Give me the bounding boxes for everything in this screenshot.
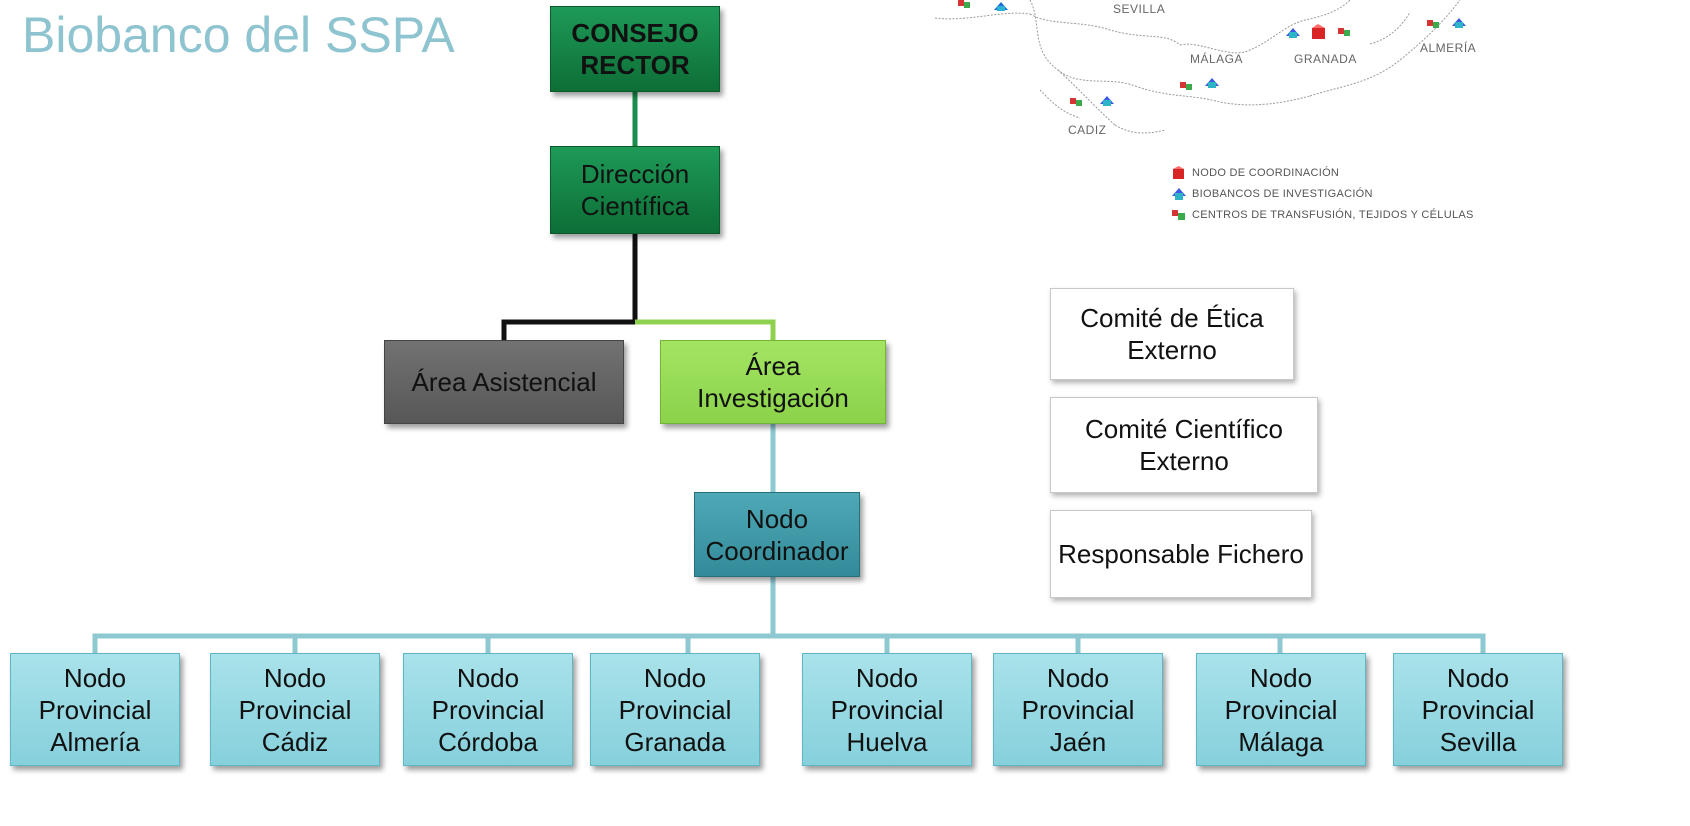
research-biobank-icon	[1100, 96, 1114, 106]
transfusion-center-icon	[1172, 210, 1185, 220]
legend-coordination: NODO DE COORDINACIÓN	[1172, 166, 1339, 180]
legend-transfusion: CENTROS DE TRANSFUSIÓN, TEJIDOS Y CÉLULA…	[1172, 208, 1474, 222]
map-label-cadiz: CADIZ	[1068, 123, 1107, 137]
connector-direccion-investigacion	[635, 319, 776, 340]
map-borders	[934, 0, 1461, 134]
legend-biobanks: BIOBANCOS DE INVESTIGACIÓN	[1172, 187, 1373, 201]
transfusion-center-icon	[958, 0, 970, 8]
map-label-granada: GRANADA	[1294, 52, 1357, 66]
map-label-malaga: MÁLAGA	[1190, 52, 1244, 66]
area-asistencial-box: Área Asistencial	[384, 340, 624, 424]
transfusion-center-icon	[1070, 98, 1082, 106]
research-biobank-icon	[1286, 28, 1300, 38]
responsable-fichero-box: Responsable Fichero	[1050, 510, 1312, 598]
map-label-sevilla: SEVILLA	[1113, 2, 1166, 16]
transfusion-center-icon	[1427, 20, 1439, 28]
research-biobank-icon	[1172, 188, 1186, 200]
connector-direccion-asistencial	[501, 234, 638, 340]
coordination-node-icon	[1173, 166, 1184, 179]
research-biobank-icon	[1205, 78, 1219, 88]
connector-coordinador-provincial	[92, 577, 1486, 653]
transfusion-center-icon	[1180, 82, 1192, 90]
coordination-node-icon	[1312, 24, 1325, 39]
page-title: Biobanco del SSPA	[22, 7, 455, 63]
research-biobank-icon	[1452, 18, 1466, 28]
andalusia-map	[934, 0, 1466, 134]
map-label-almeria: ALMERÍA	[1420, 41, 1477, 55]
research-biobank-icon	[994, 2, 1008, 11]
transfusion-center-icon	[1338, 28, 1350, 36]
